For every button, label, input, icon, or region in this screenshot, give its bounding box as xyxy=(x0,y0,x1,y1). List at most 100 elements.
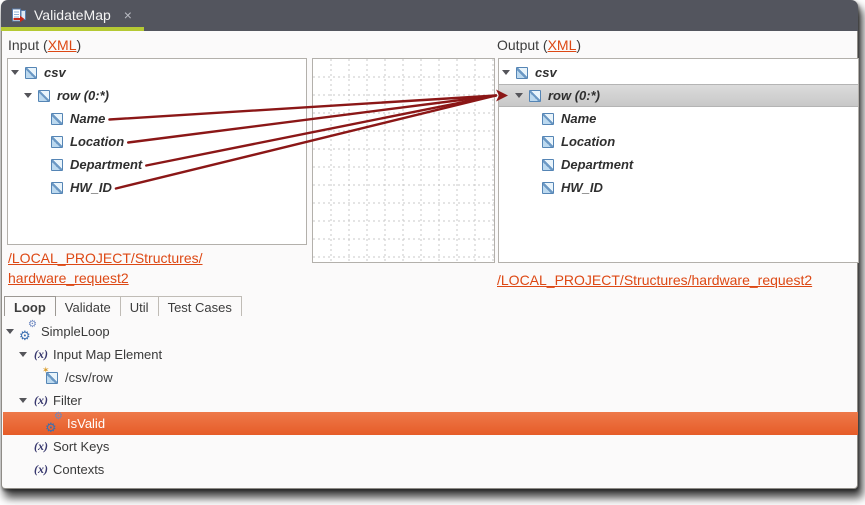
tree-item-label: Sort Keys xyxy=(53,439,110,454)
gears-icon: ⚙⚙ xyxy=(45,412,63,435)
variable-icon: (x) xyxy=(34,462,48,476)
tree-item-row-0[interactable]: row (0:*) xyxy=(8,84,306,107)
tree-item-label: Contexts xyxy=(53,462,105,477)
tree-item-label: row (0:*) xyxy=(548,88,600,103)
tab-validatemap[interactable]: ValidateMap × xyxy=(1,0,144,31)
expander-slot xyxy=(19,352,33,357)
tab-test-cases[interactable]: Test Cases xyxy=(158,296,242,316)
tree-item-sort-keys[interactable]: (x) Sort Keys xyxy=(3,435,858,458)
xml-element-icon xyxy=(51,112,63,125)
tree-item-label: csv xyxy=(44,65,66,80)
output-header: Output (XML) xyxy=(497,37,582,53)
expander-slot xyxy=(502,70,516,75)
expander-icon[interactable] xyxy=(6,329,14,334)
tree-item-location[interactable]: Location xyxy=(499,130,858,153)
output-xml-link[interactable]: XML xyxy=(547,37,577,53)
xml-element-icon xyxy=(25,66,37,79)
tree-item-hw-id[interactable]: HW_ID xyxy=(8,176,306,199)
mapper-editor-window: ValidateMap × Input (XML) Output (XML) c… xyxy=(1,0,859,489)
tree-item-csv[interactable]: csv xyxy=(499,61,858,84)
tree-item-csv-row[interactable]: ✶ /csv/row xyxy=(3,365,858,389)
expander-icon[interactable] xyxy=(502,70,510,75)
xml-element-icon xyxy=(38,89,50,102)
tree-item-label: row (0:*) xyxy=(57,88,109,103)
active-tab-underline xyxy=(1,27,144,31)
tab-loop[interactable]: Loop xyxy=(4,296,56,316)
tree-item-label: Location xyxy=(561,134,616,149)
xml-element-icon xyxy=(542,181,554,194)
expander-icon[interactable] xyxy=(19,398,27,403)
xml-element-new-icon: ✶ xyxy=(42,365,58,384)
tree-item-label: HW_ID xyxy=(561,180,603,195)
tree-item-contexts[interactable]: (x) Contexts xyxy=(3,458,858,481)
expander-icon[interactable] xyxy=(19,352,27,357)
xml-element-icon xyxy=(529,89,541,102)
expander-icon[interactable] xyxy=(11,70,19,75)
tree-item-simpleloop[interactable]: ⚙⚙ SimpleLoop xyxy=(3,320,858,343)
tree-item-name[interactable]: Name xyxy=(8,107,306,130)
tree-item-label: IsValid xyxy=(67,416,106,431)
expander-slot xyxy=(19,398,33,403)
xml-element-icon xyxy=(542,112,554,125)
xml-element-icon xyxy=(51,135,63,148)
gear-icon: ⚙ xyxy=(45,420,57,435)
tree-item-label: Filter xyxy=(53,393,82,408)
input-structure-link[interactable]: /LOCAL_PROJECT/Structures/ hardware_requ… xyxy=(8,250,203,286)
map-file-icon xyxy=(12,8,26,22)
mapping-grid xyxy=(313,59,494,262)
tree-item-name[interactable]: Name xyxy=(499,107,858,130)
tree-item-row-0[interactable]: row (0:*) xyxy=(499,84,858,107)
xml-element-icon xyxy=(51,158,63,171)
loop-config-tree: ⚙⚙SimpleLoop(x)Input Map Element✶/csv/ro… xyxy=(3,320,858,481)
variable-icon: (x) xyxy=(34,347,48,361)
xml-element-icon xyxy=(542,135,554,148)
gear-icon: ⚙ xyxy=(28,319,37,330)
tree-item-label: Department xyxy=(561,157,634,172)
expander-slot xyxy=(6,329,20,334)
tree-item-label: csv xyxy=(535,65,557,80)
tree-item-location[interactable]: Location xyxy=(8,130,306,153)
xml-element-icon xyxy=(46,371,58,384)
new-star-icon: ✶ xyxy=(42,364,50,375)
tree-item-department[interactable]: Department xyxy=(499,153,858,176)
tree-item-filter[interactable]: (x) Filter xyxy=(3,389,858,412)
mapping-canvas[interactable] xyxy=(312,58,495,263)
tree-item-csv[interactable]: csv xyxy=(8,61,306,84)
tree-item-label: /csv/row xyxy=(65,370,113,385)
tree-item-label: Input Map Element xyxy=(53,347,163,362)
expander-slot xyxy=(515,93,529,98)
tree-item-hw-id[interactable]: HW_ID xyxy=(499,176,858,199)
expander-icon[interactable] xyxy=(515,93,523,98)
gears-icon: ⚙⚙ xyxy=(19,320,37,343)
close-icon[interactable]: × xyxy=(123,6,132,23)
input-header: Input (XML) xyxy=(8,37,82,53)
tree-item-department[interactable]: Department xyxy=(8,153,306,176)
tab-util[interactable]: Util xyxy=(120,296,159,316)
tree-item-isvalid[interactable]: ⚙⚙ IsValid xyxy=(3,412,858,435)
expander-slot xyxy=(24,93,38,98)
expander-slot xyxy=(11,70,25,75)
expander-icon[interactable] xyxy=(24,93,32,98)
tree-item-label: Name xyxy=(70,111,106,126)
editor-tab-bar: ValidateMap × xyxy=(1,0,858,31)
input-xml-link[interactable]: XML xyxy=(47,37,77,53)
xml-element-icon xyxy=(516,66,528,79)
variable-icon: (x) xyxy=(34,393,48,407)
xml-element-icon xyxy=(51,181,63,194)
gear-icon: ⚙ xyxy=(19,328,31,343)
tree-item-input-map-element[interactable]: (x) Input Map Element xyxy=(3,343,858,366)
tab-title: ValidateMap xyxy=(34,6,111,23)
gear-icon: ⚙ xyxy=(54,411,63,422)
tab-validate[interactable]: Validate xyxy=(55,296,121,316)
xml-element-icon xyxy=(542,158,554,171)
tree-item-label: Name xyxy=(561,111,597,126)
tree-item-label: SimpleLoop xyxy=(41,324,110,339)
tree-item-label: Location xyxy=(70,134,125,149)
tree-item-label: HW_ID xyxy=(70,180,112,195)
tree-item-label: Department xyxy=(70,157,143,172)
output-structure-link[interactable]: /LOCAL_PROJECT/Structures/hardware_reque… xyxy=(497,272,813,288)
variable-icon: (x) xyxy=(34,439,48,453)
